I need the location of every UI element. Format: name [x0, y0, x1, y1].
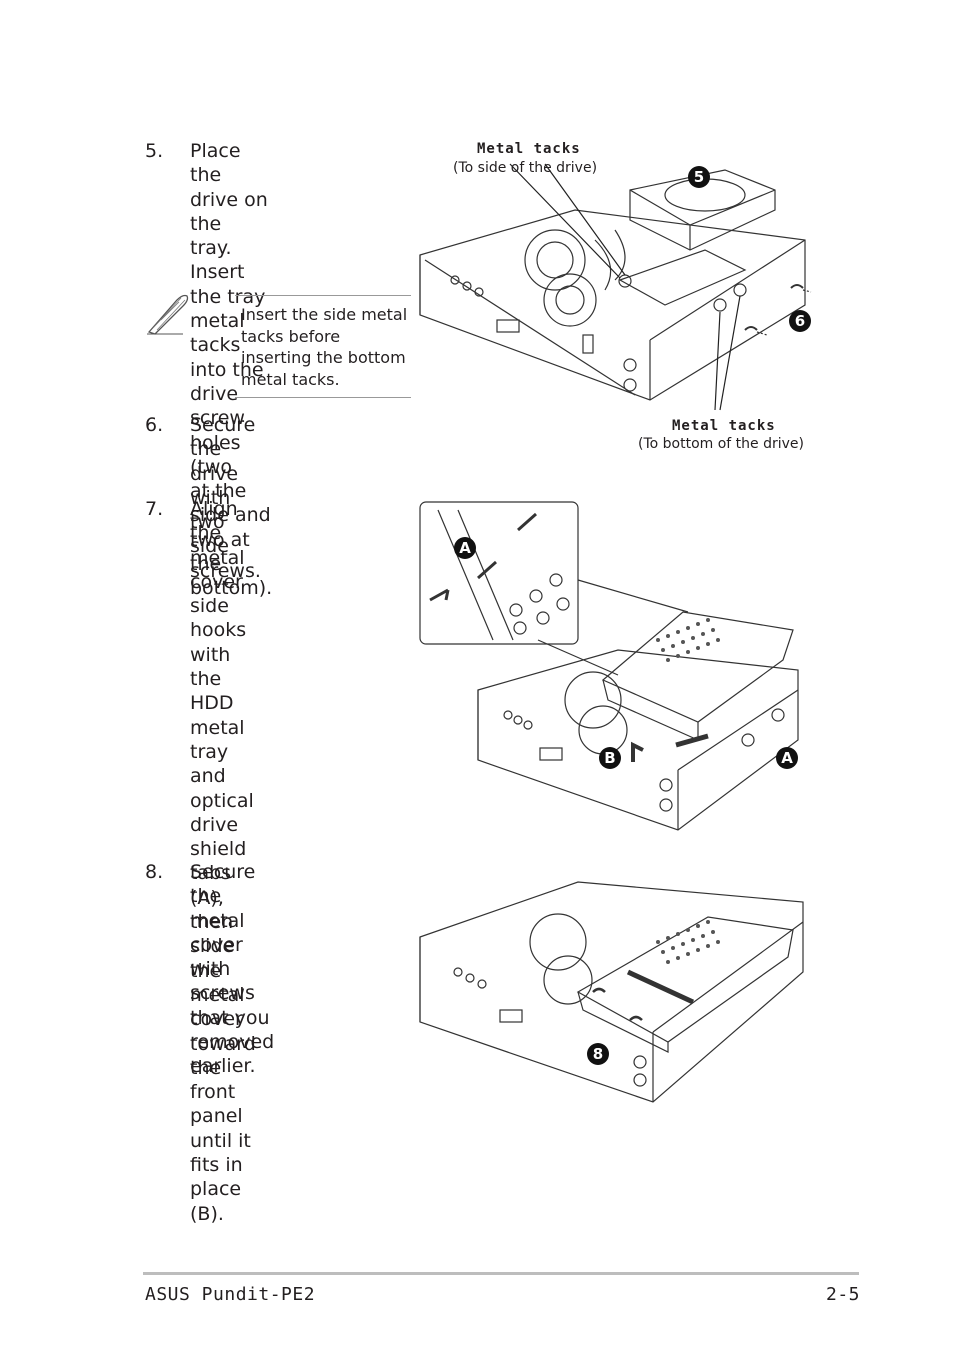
pencil-icon	[147, 294, 189, 335]
step-text: Secure the metal cover with screws that …	[190, 861, 275, 1078]
footer-page-number: 2-5	[826, 1284, 861, 1305]
note-box: Insert the side metal tacks before inser…	[235, 295, 411, 398]
step-number: 7.	[145, 498, 164, 520]
footer-product-name: ASUS Pundit-PE2	[145, 1284, 316, 1305]
chassis-drawing	[419, 163, 812, 411]
label-metal-tacks-bottom-sub: (To bottom of the drive)	[638, 436, 804, 452]
badge-a-inset: A	[454, 537, 476, 559]
step-number: 6.	[145, 414, 164, 436]
step-number: 8.	[145, 861, 164, 883]
secured-cover-drawing	[419, 881, 804, 1103]
step-number: 5.	[145, 140, 164, 162]
label-metal-tacks-side: Metal tacks	[477, 141, 581, 157]
badge-a: A	[776, 747, 798, 769]
cover-drawing	[419, 501, 799, 831]
badge-step-8: 8	[587, 1043, 609, 1065]
figure-install-drive: Metal tacks (To side of the drive) Metal…	[415, 140, 835, 460]
step-text: Secure the drive with two side screws.	[190, 414, 261, 582]
figure-metal-cover: A B A	[418, 500, 818, 835]
badge-b: B	[599, 747, 621, 769]
badge-step-6: 6	[789, 310, 811, 332]
label-metal-tacks-bottom: Metal tacks	[672, 418, 776, 434]
label-metal-tacks-side-sub: (To side of the drive)	[453, 160, 598, 176]
step-text: Place the drive on the tray. Insert the …	[190, 140, 273, 600]
footer-rule	[143, 1272, 859, 1275]
note-text: Insert the side metal tacks before inser…	[241, 305, 408, 390]
step-text: Align the metal cover side hooks with th…	[190, 498, 256, 1225]
badge-step-5: 5	[688, 166, 710, 188]
figure-secure-cover: 8	[418, 862, 818, 1107]
